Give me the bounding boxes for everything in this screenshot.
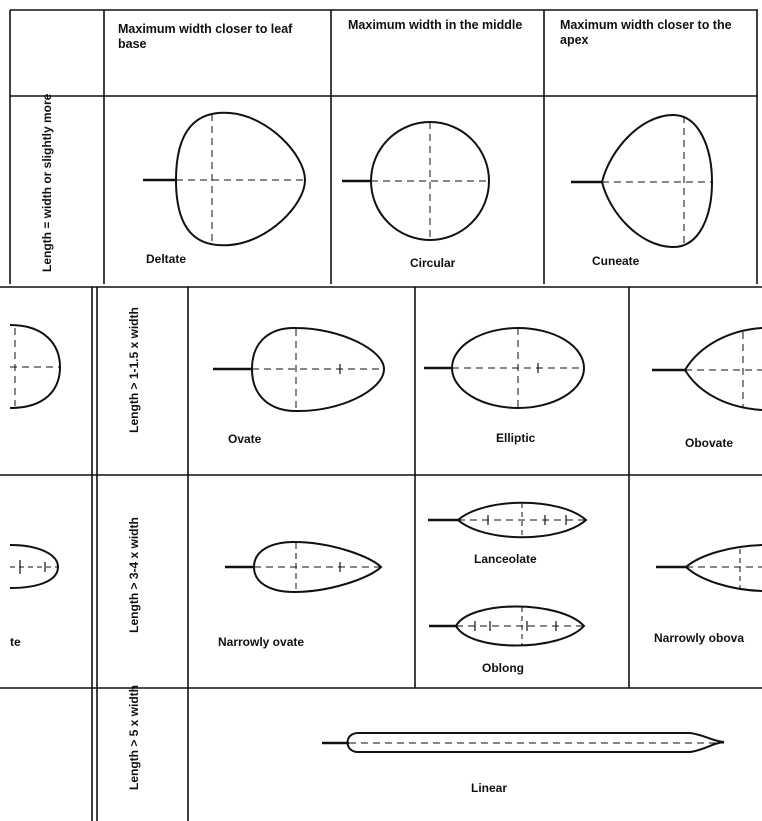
label-elliptic: Elliptic <box>496 431 535 445</box>
label-partial-left: te <box>10 635 21 649</box>
lanceolate-shape <box>428 503 586 538</box>
label-narrowly-ovate: Narrowly ovate <box>218 635 304 649</box>
partial-shape-row2 <box>10 545 58 588</box>
elliptic-shape <box>424 328 584 408</box>
circular-shape <box>342 122 489 240</box>
label-obovate: Obovate <box>685 436 733 450</box>
oblong-shape <box>429 607 584 646</box>
obovate-shape <box>652 328 762 410</box>
narrowly-obovate-shape <box>656 545 762 591</box>
label-deltate: Deltate <box>146 252 186 266</box>
label-lanceolate: Lanceolate <box>474 552 537 566</box>
narrowly-ovate-shape <box>225 542 381 592</box>
ovate-shape <box>213 328 384 411</box>
label-cuneate: Cuneate <box>592 254 639 268</box>
label-linear: Linear <box>471 781 507 795</box>
partial-shape-row1 <box>10 325 60 408</box>
label-narrowly-obovate: Narrowly obova <box>654 631 744 645</box>
label-ovate: Ovate <box>228 432 261 446</box>
label-circular: Circular <box>410 256 455 270</box>
deltate-shape <box>143 113 305 246</box>
cuneate-shape <box>571 115 712 247</box>
linear-shape <box>322 733 724 752</box>
label-oblong: Oblong <box>482 661 524 675</box>
